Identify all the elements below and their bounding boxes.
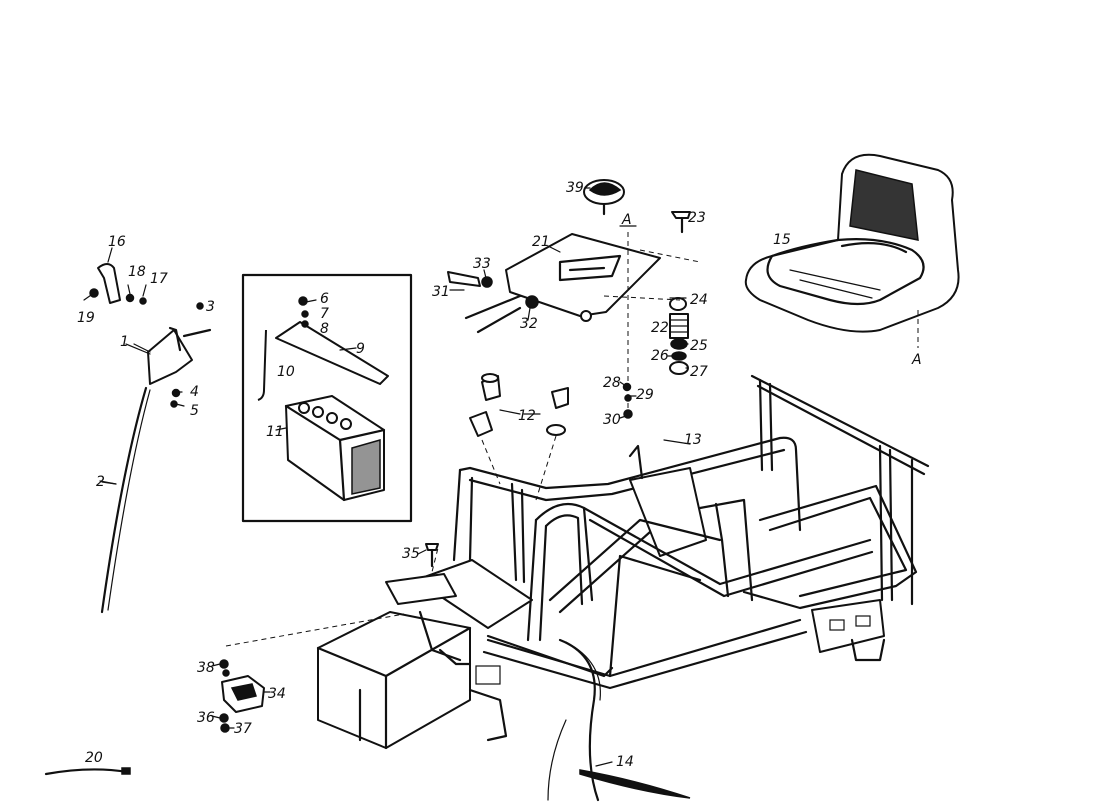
label-29: 29 [636,387,654,403]
part-labels: 1 2 3 4 5 6 7 8 9 10 11 12 13 14 15 16 1… [77,180,922,770]
label-1: 1 [120,334,129,350]
label-a-top: A [621,212,632,228]
label-27: 27 [690,364,708,380]
main-frame [225,374,930,802]
label-17: 17 [150,271,168,287]
label-18: 18 [128,264,146,280]
label-5: 5 [190,403,199,419]
throttle-lever-assembly [83,247,212,614]
label-35: 35 [402,546,420,562]
label-a-seat: A [911,352,922,368]
bolt-stack [603,225,701,419]
label-4: 4 [190,384,199,400]
label-21: 21 [532,234,550,250]
label-3: 3 [206,299,215,315]
bolt-35 [425,543,439,568]
label-32: 32 [520,316,538,332]
label-16: 16 [108,234,126,250]
ignition-switches [469,373,569,501]
label-10: 10 [277,364,295,380]
label-6: 6 [320,291,329,307]
strap-14 [579,769,691,799]
dashboard-console [447,179,691,334]
label-31: 31 [432,284,450,300]
label-14: 14 [616,754,634,770]
label-2: 2 [96,474,105,490]
battery-group-frame [241,273,413,523]
label-38: 38 [197,660,215,676]
hose-20 [44,767,131,776]
label-7: 7 [320,306,329,322]
label-39: 39 [566,180,584,196]
battery-group [241,273,413,523]
label-12: 12 [518,408,536,424]
battery-cells [298,402,352,430]
label-36: 36 [197,710,215,726]
label-22: 22 [651,320,669,336]
label-20: 20 [85,750,103,766]
label-8: 8 [320,321,329,337]
label-26: 26 [651,348,669,364]
label-33: 33 [473,256,491,272]
bolt-23 [671,211,691,234]
label-19: 19 [77,310,95,326]
label-9: 9 [356,341,365,357]
seat [744,153,960,348]
label-25: 25 [690,338,708,354]
spring-stack [669,297,689,375]
label-11: 11 [266,424,284,440]
label-15: 15 [773,232,791,248]
leader-lines [101,187,691,767]
label-28: 28 [603,375,621,391]
ignition-cap [583,179,625,216]
label-24: 24 [690,292,708,308]
label-37: 37 [234,721,252,737]
label-34: 34 [268,686,286,702]
label-23: 23 [688,210,706,226]
label-30: 30 [603,412,621,428]
switch-34 [219,659,265,733]
label-13: 13 [684,432,702,448]
